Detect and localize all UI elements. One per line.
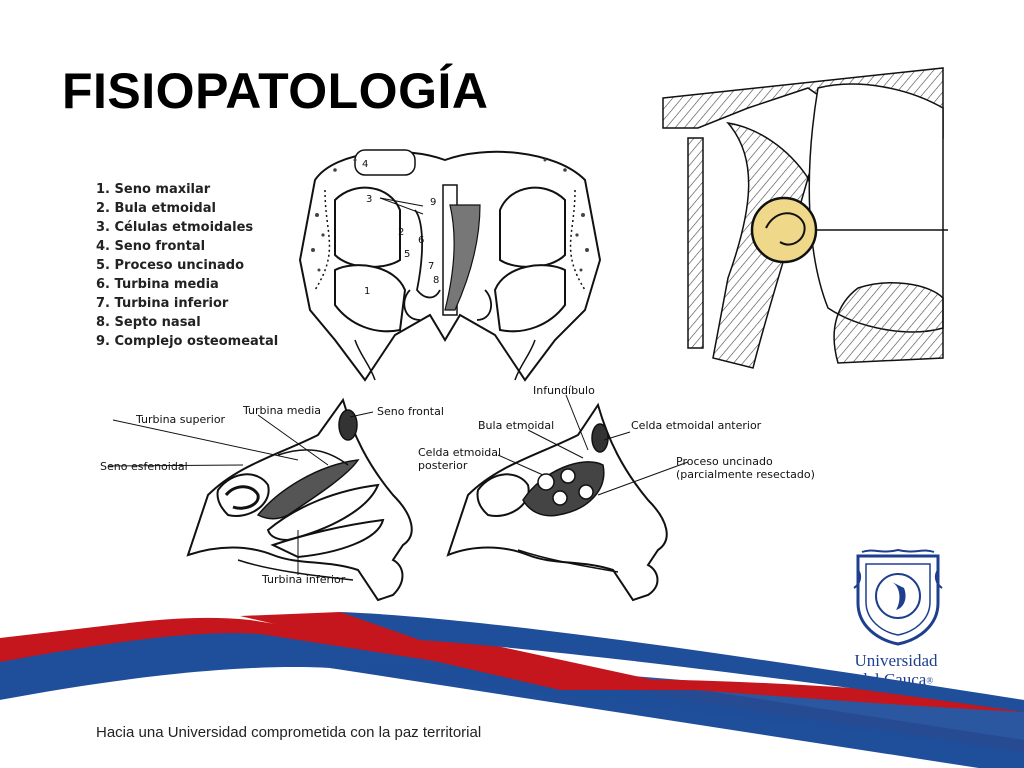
osteomeatal-zoom-diagram (658, 28, 948, 373)
coronal-label-7: 7 (428, 261, 435, 272)
label-infundibulo: Infundíbulo (533, 384, 595, 397)
coronal-label-3: 3 (366, 194, 373, 205)
label-turbina-inferior: Turbina inferior (262, 573, 346, 586)
university-name-line1: Universidad (854, 651, 938, 670)
coronal-label-1: 1 (364, 286, 371, 297)
coronal-label-8: 8 (433, 275, 440, 286)
label-seno-frontal: Seno frontal (377, 405, 444, 418)
coronal-sinus-diagram (298, 149, 602, 382)
label-turbina-superior: Turbina superior (136, 413, 226, 426)
label-bula-etmoidal: Bula etmoidal (478, 419, 555, 432)
legend-item: 5. Proceso uncinado (96, 258, 245, 273)
label-turbina-media: Turbina media (243, 404, 322, 417)
sagittal-left-diagram (107, 397, 413, 602)
university-crest-logo (853, 548, 943, 646)
coronal-label-6: 6 (418, 235, 425, 246)
coronal-label-9: 9 (430, 197, 437, 208)
label-seno-esfenoidal: Seno esfenoidal (100, 460, 188, 473)
footer-slogan: Hacia una Universidad comprometida con l… (96, 724, 482, 741)
legend-item: 3. Células etmoidales (96, 220, 254, 235)
coronal-label-5: 5 (404, 249, 411, 260)
anatomy-legend: 1. Seno maxilar 2. Bula etmoidal 3. Célu… (96, 180, 278, 351)
coronal-label-2: 2 (398, 227, 405, 238)
slide-title: FISIOPATOLOGÍA (62, 63, 489, 119)
registered-mark: ® (926, 675, 934, 686)
legend-item: 7. Turbina inferior (96, 296, 229, 311)
label-proceso-uncinado-line2: (parcialmente resectado) (676, 468, 815, 481)
coronal-label-4: 4 (362, 159, 369, 170)
legend-item: 6. Turbina media (96, 277, 219, 292)
label-proceso-uncinado: Proceso uncinado (676, 455, 773, 468)
sagittal-right-diagram (446, 394, 689, 602)
legend-item: 2. Bula etmoidal (96, 201, 216, 216)
label-celda-etmoidal-posterior: Celda etmoidal (418, 446, 502, 459)
label-celda-etmoidal-anterior: Celda etmoidal anterior (631, 419, 762, 432)
label-celda-etmoidal-posterior-line2: posterior (418, 459, 468, 472)
legend-item: 8. Septo nasal (96, 315, 201, 330)
legend-item: 9. Complejo osteomeatal (96, 334, 279, 349)
legend-item: 4. Seno frontal (96, 239, 206, 254)
legend-item: 1. Seno maxilar (96, 182, 211, 197)
